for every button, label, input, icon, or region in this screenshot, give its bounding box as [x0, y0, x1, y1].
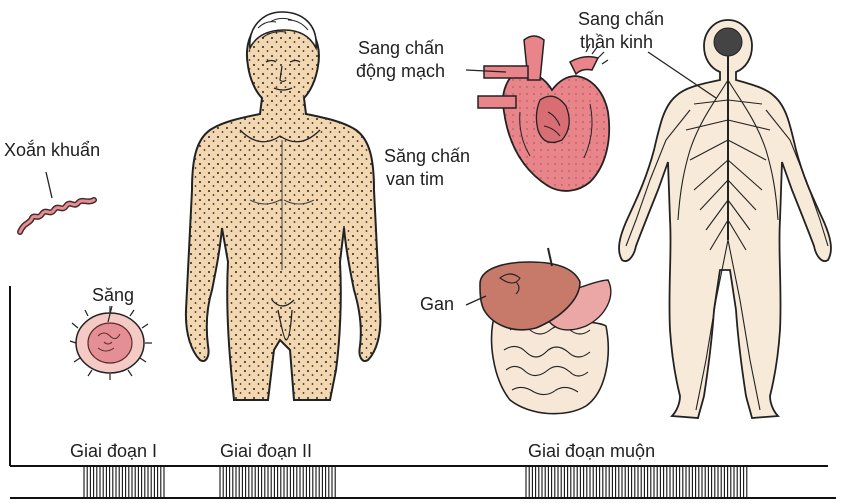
label-valve-line1: Săng chấn — [384, 146, 470, 167]
label-neuro-line1: Sang chấn — [578, 9, 664, 30]
spirochete-illustration — [20, 172, 94, 232]
stage-label-1: Giai đoạn I — [70, 441, 157, 462]
label-valve-line2: van tim — [386, 169, 444, 190]
stage-band-1 — [84, 466, 164, 498]
liver-intestine-illustration — [466, 248, 611, 414]
label-liver: Gan — [420, 294, 454, 315]
label-aortic-line2: động mạch — [356, 61, 445, 82]
stage-label-3: Giai đoạn muộn — [528, 441, 655, 462]
heart-illustration — [478, 36, 609, 191]
stage-label-2: Giai đoạn II — [220, 441, 312, 462]
label-spirochete: Xoắn khuẩn — [4, 140, 100, 161]
spirochete-leader-line — [46, 172, 52, 198]
stage-band-2 — [220, 466, 335, 498]
label-neuro-line2: thần kinh — [580, 32, 653, 53]
label-aortic-line1: Sang chấn — [358, 38, 444, 59]
human-figure-rash — [186, 12, 380, 400]
stage-band-3 — [526, 466, 747, 498]
label-chancre: Săng — [92, 285, 134, 306]
chancre-illustration — [70, 306, 152, 380]
stage-bands — [84, 466, 747, 498]
nervous-system-figure — [619, 20, 831, 418]
